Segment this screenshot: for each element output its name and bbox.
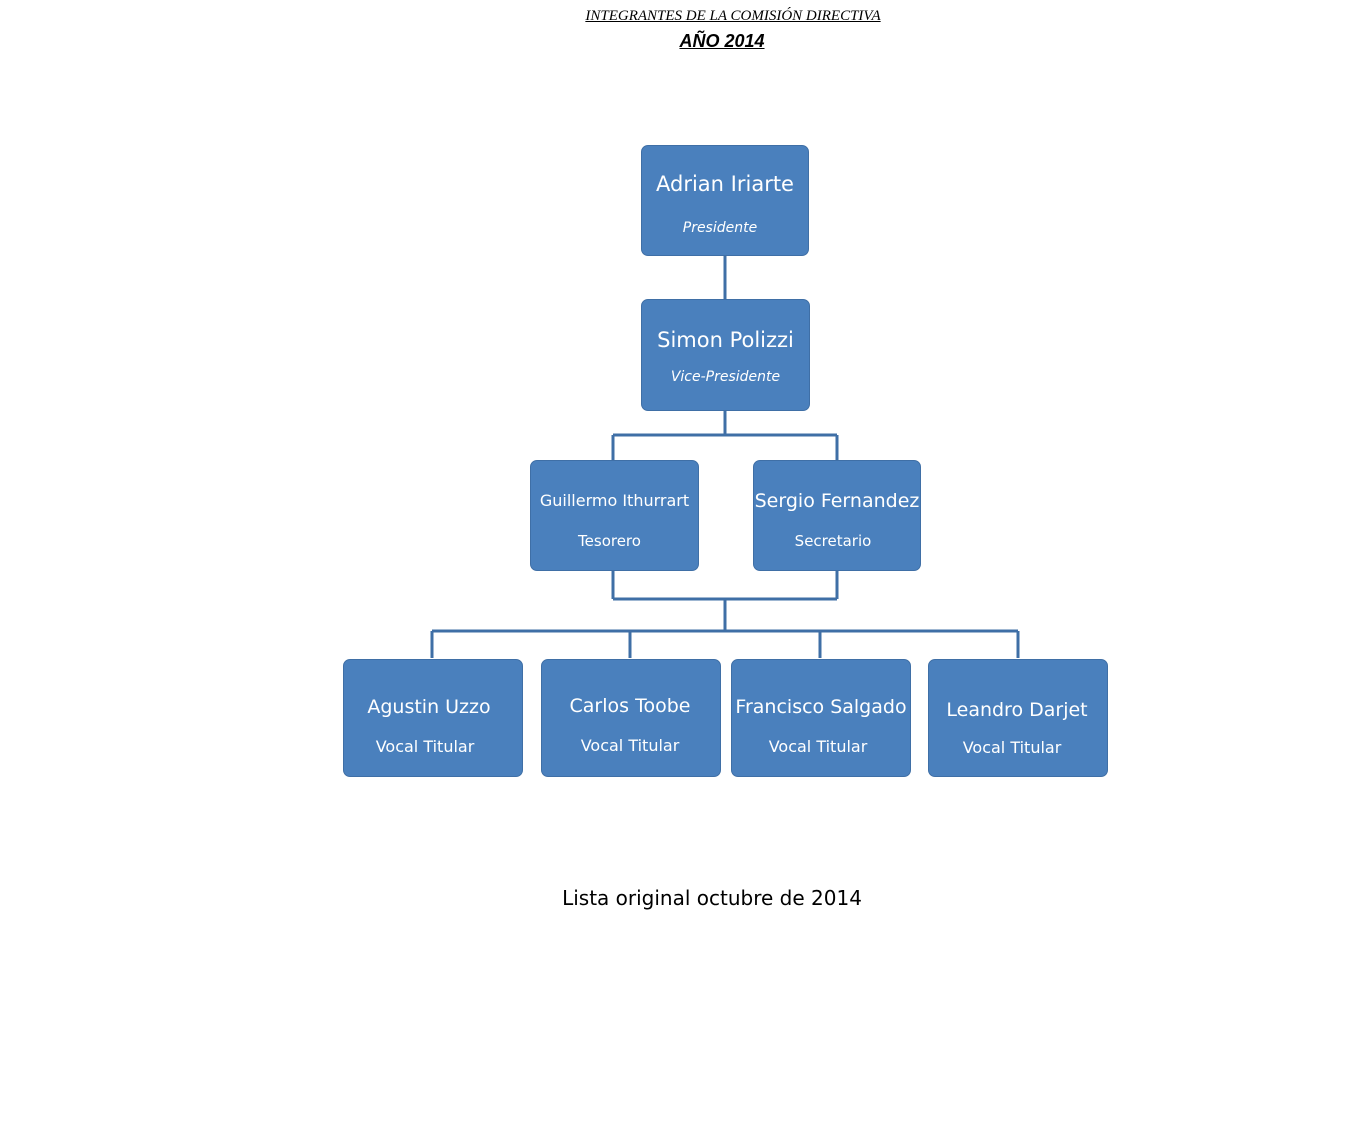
node-name: Guillermo Ithurrart	[539, 491, 690, 510]
node-vocal-4: Leandro Darjet Vocal Titular	[928, 659, 1108, 777]
node-name: Simon Polizzi	[657, 328, 794, 352]
node-vocal-2: Carlos Toobe Vocal Titular	[541, 659, 721, 777]
document-title: INTEGRANTES DE LA COMISIÓN DIRECTIVA	[585, 8, 881, 24]
node-secretary: Sergio Fernandez Secretario	[753, 460, 921, 571]
node-name: Carlos Toobe	[569, 695, 691, 717]
node-role: Vocal Titular	[375, 737, 475, 756]
node-role: Tesorero	[578, 532, 641, 550]
node-name: Adrian Iriarte	[656, 172, 794, 196]
node-role: Secretario	[794, 532, 872, 550]
node-name: Francisco Salgado	[735, 696, 907, 718]
node-role: Vice-Presidente	[670, 369, 781, 385]
node-role: Vocal Titular	[768, 737, 868, 756]
node-treasurer: Guillermo Ithurrart Tesorero	[530, 460, 699, 571]
document-subtitle: AÑO 2014	[679, 31, 765, 51]
node-vocal-3: Francisco Salgado Vocal Titular	[731, 659, 911, 777]
node-role: Vocal Titular	[580, 736, 680, 755]
node-vocal-1: Agustin Uzzo Vocal Titular	[343, 659, 523, 777]
node-role: Presidente	[682, 220, 758, 236]
node-name: Sergio Fernandez	[754, 490, 920, 512]
node-president: Adrian Iriarte Presidente	[641, 145, 809, 256]
node-vice-president: Simon Polizzi Vice-Presidente	[641, 299, 810, 411]
footer-note: Lista original octubre de 2014	[562, 886, 862, 910]
node-name: Agustin Uzzo	[367, 696, 491, 718]
node-role: Vocal Titular	[962, 738, 1062, 757]
node-name: Leandro Darjet	[946, 699, 1088, 721]
